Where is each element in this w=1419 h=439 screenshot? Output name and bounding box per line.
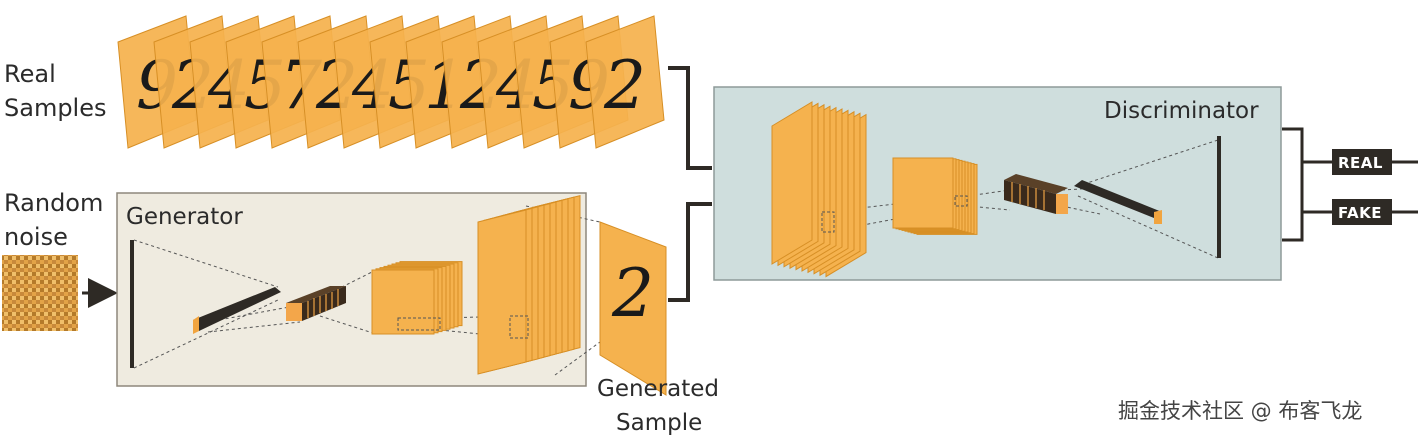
real-samples-label-line2: Samples: [4, 94, 107, 122]
generated-sample-label-line1: Generated: [597, 376, 719, 402]
generator-large-sheet: [477, 209, 527, 375]
generator-dense-bar-end: [193, 316, 199, 334]
discriminator-title: Discriminator: [1104, 98, 1259, 124]
generator-medium-block: [371, 261, 463, 335]
discriminator-dense-bar: [1074, 180, 1162, 218]
discriminator-dense-bar-end: [1154, 210, 1162, 224]
discriminator-large-block: [771, 101, 867, 278]
real-sample-card: 2: [585, 15, 665, 149]
generated-to-discriminator-connector: [668, 202, 712, 302]
generated-sample-label-line2: Sample: [616, 410, 702, 436]
real-output-label: REAL: [1338, 154, 1383, 172]
discriminator-medium-sheet: [892, 157, 954, 229]
discriminator-large-kernel: [821, 211, 835, 233]
generator-medium-sheet: [371, 269, 435, 335]
real-to-discriminator-connector: [668, 66, 712, 170]
generator-title: Generator: [126, 204, 243, 230]
watermark: 掘金技术社区 @ 布客飞龙: [1118, 399, 1362, 423]
generator-large-block: [477, 194, 581, 375]
discriminator-medium-block: [892, 157, 978, 235]
discriminator-small-block: [1004, 174, 1068, 214]
random-noise-label-line1: Random: [4, 189, 103, 217]
real-samples-label-line1: Real: [4, 60, 56, 88]
fake-output-label: FAKE: [1338, 204, 1382, 222]
discriminator-output-bracket: [1282, 127, 1304, 242]
real-sample-digit: 2: [603, 47, 646, 124]
generated-sample-card: [599, 221, 667, 396]
generator-medium-kernel: [397, 317, 441, 331]
random-noise-image: [2, 255, 78, 331]
discriminator-large-sheet: [771, 101, 813, 265]
generated-sample-digit: 2: [611, 255, 654, 332]
discriminator-medium-kernel: [954, 195, 968, 207]
generator-small-block: [286, 286, 346, 321]
fake-output-badge: [1332, 199, 1392, 225]
generator-dense-bar: [193, 287, 281, 331]
random-noise-label-line2: noise: [4, 223, 68, 251]
real-output-badge: [1332, 149, 1392, 175]
